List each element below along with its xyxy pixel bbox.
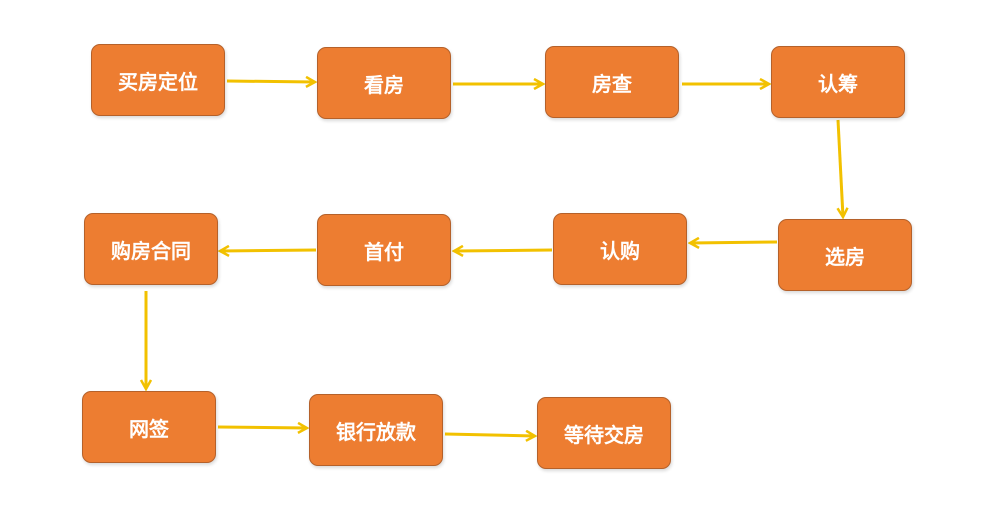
arrow-10-11 (444, 434, 535, 436)
step-down-payment: 首付 (317, 214, 451, 286)
step-house-selection: 选房 (778, 219, 912, 291)
step-bank-loan: 银行放款 (309, 394, 443, 466)
step-subscription-pledge: 认筹 (771, 46, 905, 118)
step-buy-positioning: 买房定位 (91, 44, 225, 116)
step-purchase-subscription: 认购 (553, 213, 687, 285)
arrow-5-6 (690, 242, 778, 243)
arrow-7-8 (220, 250, 317, 251)
arrow-9-10 (217, 427, 307, 428)
step-purchase-contract: 购房合同 (84, 213, 218, 285)
step-await-handover: 等待交房 (537, 397, 671, 469)
step-house-check: 房查 (545, 46, 679, 118)
step-house-viewing: 看房 (317, 47, 451, 119)
arrow-6-7 (454, 250, 553, 251)
arrow-1-2 (226, 81, 315, 82)
arrow-4-5 (838, 119, 843, 217)
step-online-signing: 网签 (82, 391, 216, 463)
